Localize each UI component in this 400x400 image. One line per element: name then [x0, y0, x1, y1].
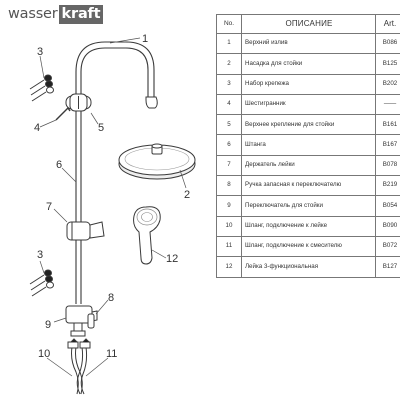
row-description: Лейка 3-функциональная: [241, 256, 376, 278]
logo-text-kraft: kraft: [58, 4, 104, 24]
row-no: 5: [216, 114, 242, 136]
row-art: B202: [375, 73, 400, 95]
callout-1: 1: [142, 33, 148, 45]
parts-table-header: No. ОПИСАНИЕ Art.: [216, 14, 400, 34]
row-art: B125: [375, 53, 400, 75]
shower-system-drawing: 1 2 3 4 5 6 7 8 9 10 11 12 3: [29, 33, 196, 395]
row-no: 4: [216, 93, 242, 116]
row-no: 2: [216, 53, 242, 75]
row-description: Шланг, подключение к смесителю: [241, 235, 376, 258]
row-description: Штанга: [241, 134, 376, 156]
header-art: Art.: [375, 14, 400, 34]
row-art: B161: [375, 114, 400, 136]
hoses: [67, 338, 91, 395]
row-description: Держатель лейки: [241, 154, 376, 177]
row-description: Верхнее крепление для стойки: [241, 114, 376, 136]
row-no: 6: [216, 134, 242, 156]
callout-leaders: [39, 37, 187, 377]
row-no: 12: [216, 256, 242, 278]
upper-fixing-kit: [29, 74, 54, 102]
row-description: Шланг, подключение к лейке: [241, 215, 376, 237]
row-no: 1: [216, 32, 242, 55]
callout-7: 7: [46, 201, 52, 213]
row-art: B072: [375, 235, 400, 258]
upper-bracket: [65, 93, 92, 112]
row-art: B054: [375, 195, 400, 217]
callout-3-upper: 3: [37, 46, 43, 58]
header-description: ОПИСАНИЕ: [241, 14, 376, 34]
row-description: Насадка для стойки: [241, 53, 376, 75]
row-art: B090: [375, 215, 400, 237]
logo-text-wasser: wasser: [8, 6, 58, 22]
header-no: No.: [216, 14, 242, 34]
diverter: [65, 305, 98, 337]
hand-shower: [133, 206, 161, 265]
row-description: Набор крепежа: [241, 73, 376, 95]
row-no: 11: [216, 235, 242, 258]
row-description: Ручка запасная к переключателю: [241, 175, 376, 197]
callout-6: 6: [56, 159, 62, 171]
shower-holder: [66, 221, 105, 241]
row-description: Переключатель для стойки: [241, 195, 376, 217]
callout-12: 12: [166, 253, 178, 265]
row-description: Шестигранник: [241, 93, 376, 116]
callout-8: 8: [108, 292, 114, 304]
row-no: 10: [216, 215, 242, 237]
row-art: ——: [375, 93, 400, 116]
callout-9: 9: [45, 319, 51, 331]
row-art: B167: [375, 134, 400, 156]
row-description: Верхний излив: [241, 32, 376, 55]
callout-5: 5: [98, 122, 104, 134]
lower-fixing-kit: [29, 269, 54, 297]
row-art: B086: [375, 32, 400, 55]
row-art: B219: [375, 175, 400, 197]
row-no: 8: [216, 175, 242, 197]
hex-key: [55, 106, 71, 121]
shower-bar: [75, 100, 82, 304]
row-no: 7: [216, 154, 242, 177]
callout-10: 10: [38, 348, 50, 360]
callout-11: 11: [106, 348, 117, 360]
callout-3-lower: 3: [37, 249, 43, 261]
row-art: B078: [375, 154, 400, 177]
rain-shower-head: [118, 143, 196, 180]
row-no: 9: [216, 195, 242, 217]
row-no: 3: [216, 73, 242, 95]
row-art: B127: [375, 256, 400, 278]
callout-2: 2: [184, 189, 190, 201]
callout-4: 4: [34, 122, 40, 134]
